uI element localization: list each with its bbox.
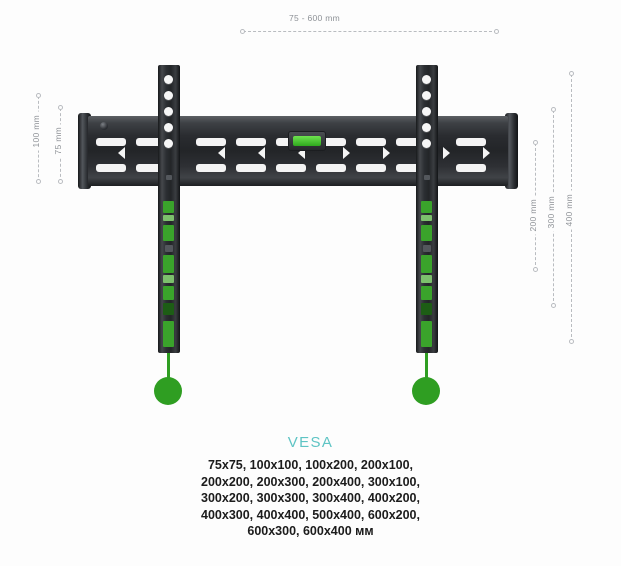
wall-plate-screw-hole — [100, 122, 108, 130]
left-dimension-cap-75-bottom — [57, 179, 63, 184]
arm-green-slot — [163, 321, 174, 347]
horizontal-dimension-cap-right — [494, 28, 499, 34]
release-pull-knob-right[interactable] — [412, 377, 440, 405]
arm-green-slot — [163, 303, 174, 315]
arm-mounting-hole — [422, 91, 431, 100]
arm-mounting-hole — [164, 107, 173, 116]
vesa-specification-list: 75x75, 100x100, 100x200, 200x100, 200x20… — [0, 457, 621, 540]
arm-mounting-hole — [164, 123, 173, 132]
wall-plate-arrow — [258, 147, 265, 159]
left-dimension-cap-75-top — [57, 105, 63, 110]
arm-green-slot — [163, 286, 174, 300]
wall-plate-arrow — [443, 147, 450, 159]
release-pull-stem-left[interactable] — [167, 353, 170, 380]
release-pull-knob-left[interactable] — [154, 377, 182, 405]
wall-plate-slot — [136, 138, 166, 146]
wall-plate-slot — [456, 164, 486, 172]
vesa-title: VESA — [287, 434, 334, 451]
arm-green-slot — [421, 303, 432, 315]
arm-green-slot — [163, 225, 174, 241]
wall-plate-arrow — [118, 147, 125, 159]
wall-plate-slot — [356, 164, 386, 172]
arm-marker — [423, 245, 431, 252]
arm-mounting-hole — [164, 91, 173, 100]
wall-plate-slot — [236, 138, 266, 146]
wall-plate-arrow — [298, 147, 305, 159]
left-dimension-label-75: 75 mm — [53, 124, 63, 158]
arm-green-slot — [163, 275, 174, 283]
left-dimension-cap-100-top — [35, 93, 41, 98]
wall-plate — [88, 116, 508, 186]
arm-green-slot — [421, 321, 432, 347]
wall-plate-slot — [396, 164, 426, 172]
arm-marker — [424, 175, 430, 180]
left-dimension-label-100: 100 mm — [31, 112, 41, 151]
arm-green-slot — [163, 201, 174, 213]
wall-plate-slot — [356, 138, 386, 146]
arm-green-slot — [163, 255, 174, 273]
wall-plate-slot — [396, 138, 426, 146]
right-dimension-label-400: 400 mm — [564, 191, 574, 230]
wall-plate-slot — [316, 164, 346, 172]
horizontal-dimension-label: 75 - 600 mm — [0, 13, 621, 23]
arm-mounting-hole — [164, 75, 173, 84]
right-dimension-label-300: 300 mm — [546, 193, 556, 232]
right-dimension-label-200: 200 mm — [528, 196, 538, 235]
arm-marker — [165, 245, 173, 252]
vesa-list-line: 75x75, 100x100, 100x200, 200x100, — [207, 458, 414, 472]
spirit-level-bubble — [293, 136, 321, 146]
arm-green-slot — [421, 286, 432, 300]
wall-plate-slot — [196, 164, 226, 172]
wall-plate-slot — [236, 164, 266, 172]
right-dimension-cap-200-bottom — [532, 267, 538, 272]
right-dimension-cap-400-top — [568, 71, 574, 76]
right-dimension-cap-300-bottom — [550, 303, 556, 308]
wall-plate-slot — [96, 164, 126, 172]
arm-mounting-hole — [422, 139, 431, 148]
wall-plate-slot — [316, 138, 346, 146]
release-pull-stem-right[interactable] — [425, 353, 428, 380]
vesa-list-line: 200x200, 200x300, 200x400, 300x100, — [201, 474, 420, 489]
arm-mounting-hole — [422, 75, 431, 84]
arm-mounting-hole — [164, 139, 173, 148]
wall-plate-slot — [96, 138, 126, 146]
wall-plate-slot — [276, 164, 306, 172]
vesa-list-line: 400x300, 400x400, 500x400, 600x200, — [201, 507, 420, 522]
horizontal-dimension-line — [243, 31, 497, 32]
vertical-arm-right — [416, 65, 438, 353]
wall-plate-arrow — [483, 147, 490, 159]
arm-mounting-hole — [422, 123, 431, 132]
right-dimension-cap-200-top — [532, 140, 538, 145]
arm-green-slot — [421, 201, 432, 213]
right-dimension-cap-400-bottom — [568, 339, 574, 344]
arm-mounting-hole — [422, 107, 431, 116]
wall-plate-slot — [136, 164, 166, 172]
arm-green-slot — [421, 225, 432, 241]
wall-plate-slot — [196, 138, 226, 146]
wall-plate-slot — [456, 138, 486, 146]
wall-plate-arrow — [218, 147, 225, 159]
vesa-list-line: 300x200, 300x300, 300x400, 400x200, — [201, 491, 420, 505]
wall-plate-endcap-right — [505, 113, 518, 189]
vertical-arm-left — [158, 65, 180, 353]
wall-plate-arrow — [383, 147, 390, 159]
horizontal-dimension-cap-left — [240, 28, 245, 34]
arm-green-slot — [421, 255, 432, 273]
vesa-list-line: 600x300, 600x400 мм — [247, 524, 374, 538]
arm-green-slot — [163, 215, 174, 221]
right-dimension-cap-300-top — [550, 107, 556, 112]
arm-green-slot — [421, 275, 432, 283]
arm-marker — [166, 175, 172, 180]
arm-green-slot — [421, 215, 432, 221]
wall-plate-endcap-left — [78, 113, 91, 189]
wall-plate-arrow — [343, 147, 350, 159]
left-dimension-cap-100-bottom — [35, 179, 41, 184]
